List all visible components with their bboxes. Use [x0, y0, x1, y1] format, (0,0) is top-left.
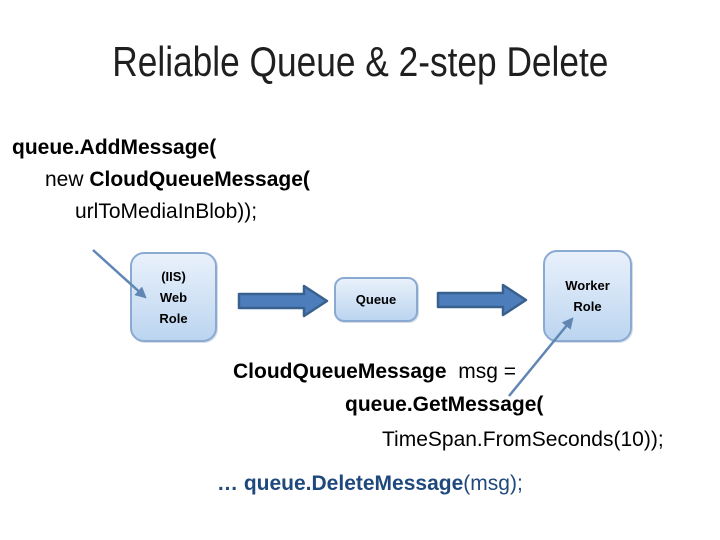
code-add-message-line3: urlToMediaInBlob)); — [75, 200, 257, 224]
code-token-bold: queue.GetMessage( — [345, 393, 544, 416]
code-token: msg = — [446, 360, 517, 383]
slide-title: Reliable Queue & 2-step Delete — [111, 38, 609, 85]
worker-role-box: Worker Role — [543, 250, 632, 342]
block-arrow-right-icon — [436, 283, 528, 317]
web-role-box: (IIS) Web Role — [130, 252, 217, 342]
code-token-bold: CloudQueueMessage — [233, 360, 447, 383]
code-delete-message-line: … queue.DeleteMessage(msg); — [217, 472, 523, 496]
web-role-label-line: Web — [159, 289, 188, 305]
queue-label: Queue — [355, 292, 397, 307]
code-token-bold: CloudQueueMessage( — [89, 168, 310, 191]
code-token: TimeSpan.FromSeconds(10)); — [382, 428, 664, 451]
code-add-message-line1: queue.AddMessage( — [12, 136, 216, 160]
queue-box: Queue — [334, 277, 418, 322]
code-get-message-line2: queue.GetMessage( — [345, 393, 543, 417]
code-token: new — [45, 168, 90, 191]
web-role-label-line: (IIS) — [161, 268, 186, 284]
block-arrow-right-icon — [237, 284, 329, 318]
worker-role-label-line: Role — [573, 299, 602, 314]
code-token-bold: queue.DeleteMessage — [243, 472, 464, 495]
code-token: urlToMediaInBlob)); — [75, 200, 258, 223]
code-get-message-line3: TimeSpan.FromSeconds(10)); — [382, 428, 664, 452]
code-token-bold: queue.AddMessage( — [12, 136, 217, 159]
code-get-message-line1: CloudQueueMessage msg = — [233, 360, 516, 384]
code-token-bold: … — [217, 472, 244, 495]
code-add-message-line2: new CloudQueueMessage( — [45, 168, 310, 192]
web-role-label-line: Role — [159, 310, 188, 326]
code-token: (msg); — [463, 472, 523, 495]
title-container: Reliable Queue & 2-step Delete — [0, 38, 720, 86]
worker-role-label-line: Worker — [565, 278, 610, 293]
